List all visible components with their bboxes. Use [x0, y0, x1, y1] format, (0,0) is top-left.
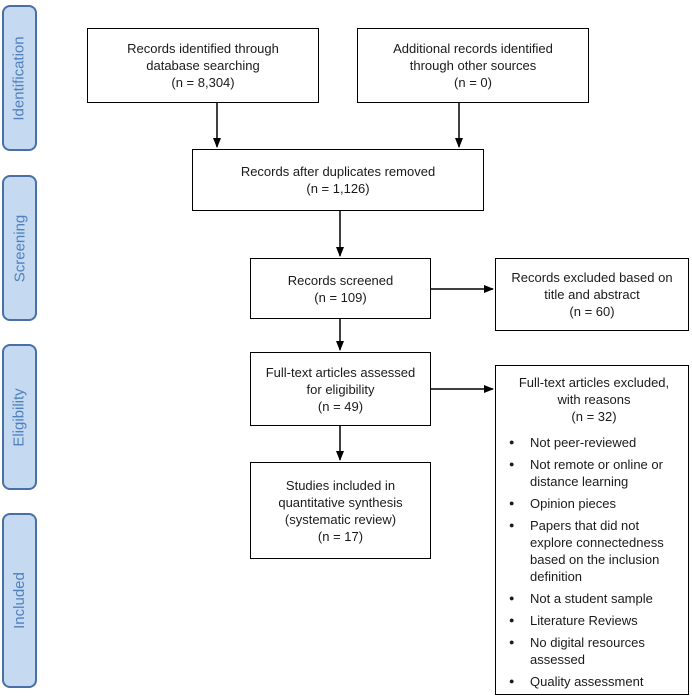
- exclusion-reasons-list: Not peer-reviewed Not remote or online o…: [506, 434, 682, 690]
- exclusion-reason: Not remote or online or distance learnin…: [506, 456, 682, 490]
- included-count: (n = 17): [317, 528, 364, 544]
- duplicates-line1: Records after duplicates removed: [240, 164, 436, 179]
- other-line2: through other sources: [409, 58, 537, 73]
- exclusion-reason: Literature Reviews: [506, 612, 682, 629]
- box-studies-included: Studies included in quantitative synthes…: [250, 462, 431, 559]
- box-database-search: Records identified through database sear…: [87, 28, 319, 103]
- exclusion-reason: Opinion pieces: [506, 495, 682, 512]
- box-excluded-title-abstract: Records excluded based on title and abst…: [495, 258, 689, 331]
- screened-count: (n = 109): [314, 289, 367, 305]
- box-fulltext-excluded: Full-text articles excluded, with reason…: [495, 365, 689, 695]
- exclusion-reason: No digital resources assessed: [506, 634, 682, 668]
- screened-line1: Records screened: [287, 272, 394, 288]
- excluded-fulltext-count: (n = 32): [571, 409, 617, 424]
- box-records-screened: Records screened (n = 109): [250, 258, 431, 319]
- excluded-title-count: (n = 60): [569, 304, 615, 319]
- excluded-title-line2: title and abstract: [544, 287, 640, 302]
- box-other-sources: Additional records identified through ot…: [357, 28, 589, 103]
- excluded-title-line1: Records excluded based on: [511, 270, 673, 285]
- fulltext-line2: for eligibility: [306, 381, 375, 397]
- stage-included: Included: [2, 513, 37, 688]
- exclusion-reason: Not a student sample: [506, 590, 682, 607]
- included-line2: quantitative synthesis: [278, 494, 403, 510]
- box-duplicates-removed: Records after duplicates removed (n = 1,…: [192, 149, 484, 211]
- stage-screening: Screening: [2, 175, 37, 321]
- excluded-fulltext-line2: with reasons: [557, 392, 631, 407]
- stage-identification: Identification: [2, 5, 37, 151]
- fulltext-count: (n = 49): [317, 398, 364, 414]
- included-line1: Studies included in: [285, 477, 396, 493]
- included-line3: (systematic review): [284, 511, 397, 527]
- database-line2: database searching: [146, 58, 260, 73]
- exclusion-reason: Not peer-reviewed: [506, 434, 682, 451]
- fulltext-line1: Full-text articles assessed: [265, 364, 416, 380]
- database-line1: Records identified through: [127, 41, 279, 56]
- other-count: (n = 0): [454, 75, 492, 90]
- exclusion-reason: Papers that did not explore connectednes…: [506, 517, 682, 585]
- box-fulltext-assessed: Full-text articles assessed for eligibil…: [250, 352, 431, 426]
- excluded-fulltext-line1: Full-text articles excluded,: [518, 375, 670, 390]
- stage-eligibility: Eligibility: [2, 344, 37, 490]
- duplicates-count: (n = 1,126): [306, 181, 370, 196]
- exclusion-reason: Quality assessment: [506, 673, 682, 690]
- database-count: (n = 8,304): [171, 75, 235, 90]
- other-line1: Additional records identified: [393, 41, 553, 56]
